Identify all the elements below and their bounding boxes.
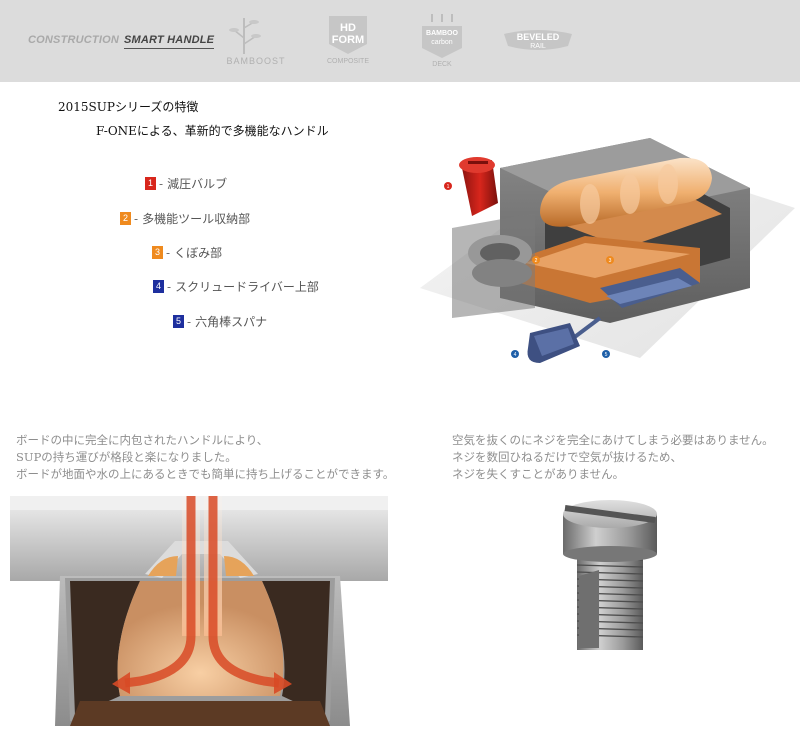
description-line: ネジを数回ひねるだけで空気が抜けるため、 — [452, 450, 682, 464]
bamboost-label: BAMBOOST — [226, 56, 286, 66]
description-right: 空気を抜くのにネジを完全にあけてしまう必要はありません。 ネジを数回ひねるだけで… — [452, 432, 774, 483]
diagram-marker — [606, 256, 614, 264]
valve-screw-illustration — [563, 500, 657, 650]
legend-dash: - — [167, 279, 172, 294]
description-line: 空気を抜くのにネジを完全にあけてしまう必要はありません。 — [452, 433, 774, 447]
page-title: 2015SUPシリーズの特徴 — [58, 100, 199, 114]
nav-bamboo-deck[interactable]: BAMBOO carbon DECK — [418, 12, 466, 72]
legend-num: 4 — [153, 280, 164, 293]
legend-label: くぼみ部 — [174, 246, 223, 260]
nav-bamboost[interactable]: BAMBOOST — [214, 14, 298, 70]
description-line: ネジを失くすことがありません。 — [452, 467, 625, 481]
diagram-marker-label: 2 — [535, 258, 538, 264]
legend-item-valve: 1 - 減圧バルブ — [145, 175, 227, 192]
nav-construction[interactable]: CONSTRUCTION — [28, 34, 120, 46]
description-line: SUPの持ち運びが格段と楽になりました。 — [16, 450, 237, 464]
description-line: ボードの中に完全に内包されたハンドルにより、 — [16, 433, 269, 447]
rail-label-sub: RAIL — [530, 43, 546, 50]
deck-label-top: BAMBOO — [426, 30, 458, 37]
rail-label: BEVELED — [516, 32, 560, 42]
legend-dash: - — [187, 314, 192, 329]
legend-item-hex-wrench: 5 - 六角棒スパナ — [173, 313, 267, 330]
handle-cross-section-illustration — [10, 496, 388, 726]
bamboo-leaf-icon — [229, 18, 261, 54]
nav-smart-handle[interactable]: SMART HANDLE — [124, 34, 215, 49]
diagram-marker-label: 4 — [514, 352, 517, 358]
rail-badge-icon — [504, 30, 572, 50]
hd-form-sub: COMPOSITE — [326, 58, 369, 65]
diagram-marker-label: 1 — [447, 184, 450, 190]
legend-label: スクリュードライバー上部 — [175, 280, 319, 294]
handle-cutaway-illustration: 1 2 3 4 5 — [420, 138, 795, 363]
legend-num: 5 — [173, 315, 184, 328]
description-left: ボードの中に完全に内包されたハンドルにより、 SUPの持ち運びが格段と楽になりま… — [16, 432, 394, 483]
nav-hd-form[interactable]: HD FORM COMPOSITE — [323, 14, 373, 70]
deck-badge-icon — [422, 14, 462, 58]
legend-item-tool-storage: 2 - 多機能ツール収納部 — [120, 210, 250, 227]
description-line: ボードが地面や水の上にあるときでも簡単に持ち上げることができます。 — [16, 467, 395, 481]
legend-dash: - — [159, 176, 164, 191]
hd-form-badge-icon — [329, 16, 367, 54]
diagram-marker-label: 5 — [605, 352, 608, 358]
legend-label: 減圧バルブ — [167, 177, 228, 191]
legend-item-recess: 3 - くぼみ部 — [152, 244, 222, 261]
legend-num: 3 — [152, 246, 163, 259]
diagram-marker — [602, 350, 610, 358]
top-nav-bar: CONSTRUCTION SMART HANDLE BAMBOOST HD FO… — [0, 0, 800, 82]
nav-beveled-rail[interactable]: BEVELED RAIL — [498, 26, 578, 54]
legend-num: 2 — [120, 212, 131, 225]
diagram-marker — [511, 350, 519, 358]
legend-label: 多機能ツール収納部 — [142, 212, 251, 226]
legend-label: 六角棒スパナ — [195, 315, 268, 329]
page-subtitle: F-ONEによる、革新的で多機能なハンドル — [96, 124, 329, 138]
diagram-marker — [444, 182, 452, 190]
legend-num: 1 — [145, 177, 156, 190]
deck-label-sub: DECK — [432, 61, 452, 68]
deck-label-mid: carbon — [431, 39, 453, 46]
diagram-marker — [532, 256, 540, 264]
diagram-marker-label: 3 — [609, 258, 612, 264]
hd-form-label: HD FORM — [331, 22, 365, 46]
legend-dash: - — [166, 245, 171, 260]
legend-item-screwdriver: 4 - スクリュードライバー上部 — [153, 278, 319, 295]
legend-dash: - — [134, 211, 139, 226]
